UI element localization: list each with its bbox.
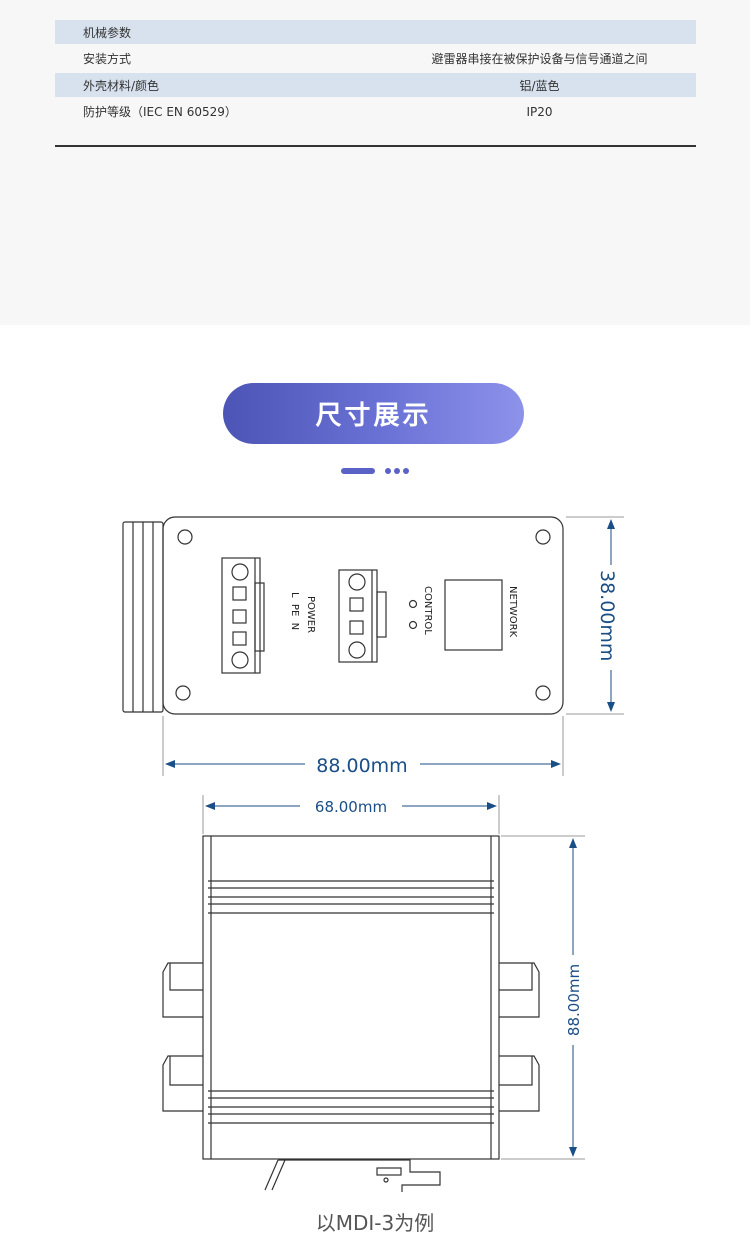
spec-row: 外壳材料/颜色 铝/蓝色 <box>55 73 696 97</box>
power-pin-labels: L PE N <box>289 592 300 630</box>
din-clip-right-bottom <box>499 1055 540 1112</box>
spec-value: 铝/蓝色 <box>383 73 696 97</box>
section-divider-bar <box>341 468 375 474</box>
spec-row: 安装方式 避雷器串接在被保护设备与信号通道之间 <box>55 44 696 73</box>
spec-label: 安装方式 <box>83 52 132 66</box>
din-clip-left-bottom <box>162 1055 203 1112</box>
spec-table-bottom-rule <box>55 145 696 147</box>
screw-icon <box>535 685 551 701</box>
spec-row: 防护等级（IEC EN 60529） IP20 <box>55 97 696 126</box>
spec-value: IP20 <box>526 104 553 119</box>
network-label: NETWORK <box>507 586 518 638</box>
spec-label: 防护等级（IEC EN 60529） <box>83 105 237 119</box>
top-body <box>202 835 500 1160</box>
network-port <box>444 579 503 651</box>
top-height-value: 88.00mm <box>565 964 583 1036</box>
spec-panel: 机械参数 安装方式 避雷器串接在被保护设备与信号通道之间 外壳材料/颜色 铝/蓝… <box>0 0 750 325</box>
control-label: CONTROL <box>422 586 433 635</box>
din-latch <box>264 1159 441 1192</box>
figure-caption: 以MDI-3为例 <box>315 1211 435 1235</box>
section-divider-dot <box>403 468 409 474</box>
spec-table: 机械参数 安装方式 避雷器串接在被保护设备与信号通道之间 外壳材料/颜色 铝/蓝… <box>55 20 696 126</box>
spec-label: 外壳材料/颜色 <box>55 73 383 97</box>
front-panel <box>162 516 564 715</box>
screw-icon <box>175 685 191 701</box>
front-view <box>122 516 564 715</box>
din-clip-left-top <box>162 962 203 1018</box>
din-clip-right-top <box>499 962 540 1018</box>
top-view <box>162 835 540 1192</box>
power-label: POWER <box>305 596 316 633</box>
front-height-value: 38.00mm <box>596 570 618 661</box>
spec-header-row: 机械参数 <box>55 20 696 44</box>
front-height-dimension <box>566 516 624 715</box>
section-divider-dot <box>385 468 391 474</box>
front-width-dimension <box>162 716 564 776</box>
control-terminal <box>338 569 418 663</box>
spec-value: 避雷器串接在被保护设备与信号通道之间 <box>431 52 648 66</box>
top-width-value: 68.00mm <box>315 798 387 816</box>
section-divider-dot <box>394 468 400 474</box>
screw-icon <box>535 529 551 545</box>
screw-icon <box>177 529 193 545</box>
section-title: 尺寸展示 <box>223 383 524 444</box>
heatsink-fins <box>122 521 164 713</box>
power-terminal <box>221 557 265 674</box>
spec-header: 机械参数 <box>55 20 383 44</box>
front-width-value: 88.00mm <box>316 755 407 777</box>
top-height-dimension <box>501 835 585 1160</box>
top-width-dimension <box>202 795 500 834</box>
